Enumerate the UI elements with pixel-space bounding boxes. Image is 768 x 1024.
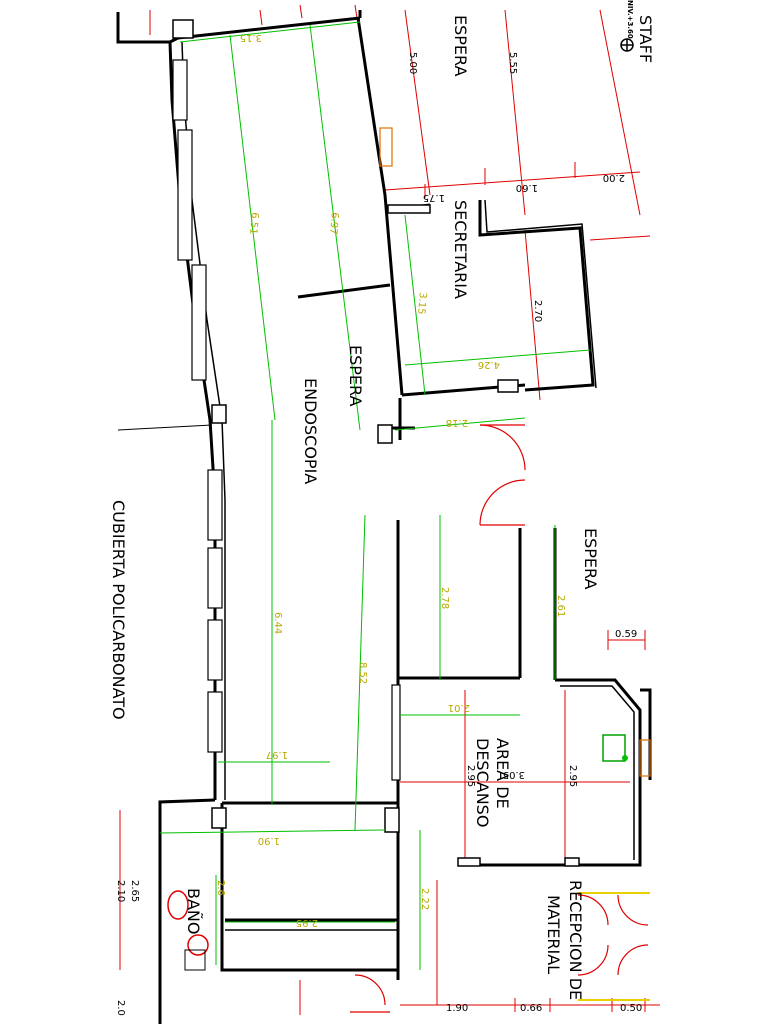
dim-197: 1.97 (266, 749, 288, 760)
dim-190: 1.90 (258, 835, 280, 846)
red-dimension-lines (119, 4, 660, 1015)
dim-210: 2.10 (115, 880, 126, 902)
room-secretaria: SECRETARIA (451, 200, 470, 299)
fixtures (167, 127, 651, 971)
room-recepcion-1: RECEPCION DE (566, 880, 585, 1000)
room-espera-right: ESPERA (581, 528, 600, 589)
dim-059: 0.59 (615, 629, 637, 640)
dim-426: 4.26 (478, 359, 500, 370)
dim-200: 2.00 (603, 172, 625, 183)
room-espera-top: ESPERA (451, 15, 470, 76)
dim-315: 3.15 (240, 32, 262, 43)
room-area-descanso-2: DESCANSO (473, 738, 492, 827)
dim-201: 2.01 (448, 702, 470, 713)
dim-500: 5.00 (407, 52, 418, 74)
dim-175: 1.75 (423, 192, 445, 203)
dim-644: 6.44 (272, 612, 283, 634)
level-mark: NIV.+3.60 (626, 0, 634, 39)
dim-270: 2.70 (532, 300, 543, 322)
dim-26: 2.6 (215, 880, 226, 896)
dim-295a: 2.95 (465, 765, 476, 787)
room-espera-mid: ESPERA (346, 345, 365, 406)
dim-222: 2.22 (419, 888, 430, 910)
dim-697: 6.97 (327, 212, 340, 235)
doors (350, 424, 650, 1013)
dim-852: 8.52 (357, 662, 368, 684)
room-cubierta: CUBIERTA POLICARBONATO (109, 500, 128, 720)
dim-295b: 2.95 (567, 765, 578, 787)
dim-315b: 3.15 (415, 292, 428, 315)
dim-305: 3.05 (503, 769, 525, 780)
room-endoscopia: ENDOSCOPIA (301, 378, 320, 484)
room-recepcion-2: MATERIAL (544, 895, 563, 974)
dim-278: 2.78 (439, 587, 450, 609)
dim-218: 2.18 (446, 417, 468, 428)
room-bano: BAÑO (184, 888, 203, 934)
dim-265: 2.65 (129, 880, 140, 902)
dim-050: 0.50 (620, 1003, 642, 1014)
green-dimension-lines (159, 21, 591, 970)
room-area-descanso-1: AREA DE (493, 738, 512, 809)
dim-066: 0.66 (520, 1003, 542, 1014)
columns (172, 19, 580, 867)
dim-20: 2.0 (115, 1000, 126, 1016)
dim-190-black: 1.90 (446, 1003, 468, 1014)
walls (116, 10, 652, 1024)
top-right-label: STAFF (636, 15, 655, 63)
dim-555: 5.55 (507, 52, 518, 74)
dim-261: 2.61 (555, 595, 566, 617)
windows (172, 59, 401, 781)
dim-651: 6.51 (247, 212, 260, 235)
dim-160: 1.60 (516, 182, 538, 193)
dim-295: 2.95 (296, 917, 318, 928)
